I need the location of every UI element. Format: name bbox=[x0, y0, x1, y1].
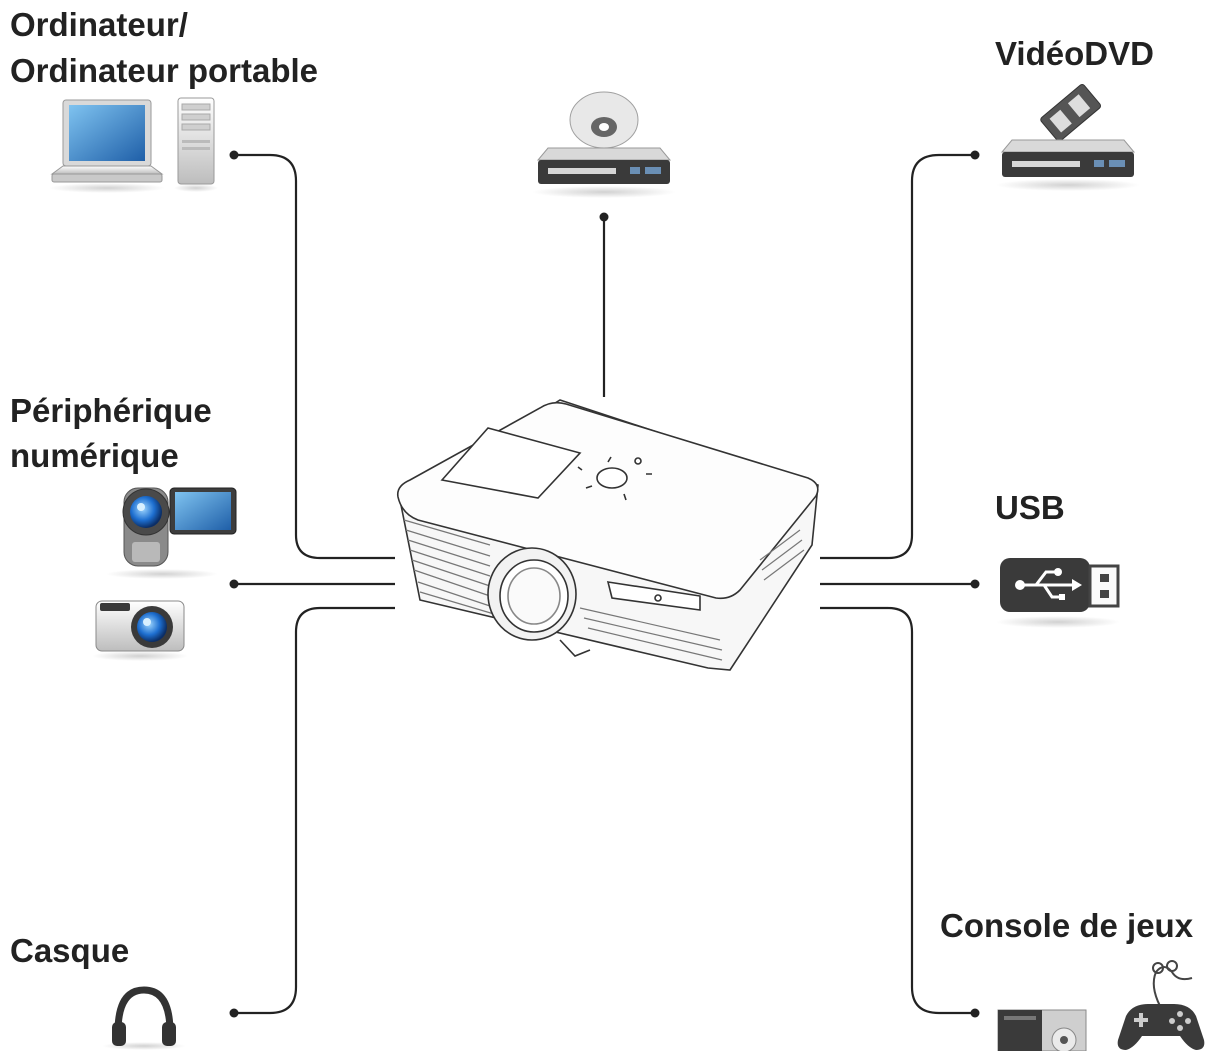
camera-icon bbox=[92, 600, 188, 661]
line-video-dvd bbox=[820, 153, 975, 560]
laptop-icon bbox=[49, 99, 165, 193]
usb-drive-icon bbox=[996, 558, 1120, 628]
label-computer-line2: Ordinateur portable bbox=[10, 52, 319, 89]
label-computer-line1: Ordinateur/ bbox=[10, 6, 188, 43]
disc-player-icon bbox=[532, 91, 676, 198]
label-digital-line1: Périphérique bbox=[10, 392, 212, 429]
label-game-console: Console de jeux bbox=[940, 907, 1194, 944]
headset-icon bbox=[102, 986, 186, 1050]
gamepad-icon bbox=[1117, 960, 1205, 1050]
camcorder-icon bbox=[106, 487, 237, 579]
connection-lines bbox=[234, 153, 975, 1015]
line-game-console bbox=[820, 606, 975, 1015]
label-headset: Casque bbox=[10, 932, 130, 969]
label-digital-line2: numérique bbox=[10, 437, 179, 474]
video-dvd-player-icon bbox=[996, 84, 1140, 191]
desktop-tower-icon bbox=[174, 97, 218, 192]
label-usb: USB bbox=[995, 489, 1065, 526]
connection-dots bbox=[229, 150, 980, 1018]
label-video-dvd: VidéoDVD bbox=[995, 35, 1154, 72]
line-headset bbox=[234, 606, 395, 1015]
projector-icon bbox=[396, 399, 819, 671]
line-computer bbox=[234, 153, 395, 560]
game-console-icon bbox=[997, 1009, 1087, 1051]
